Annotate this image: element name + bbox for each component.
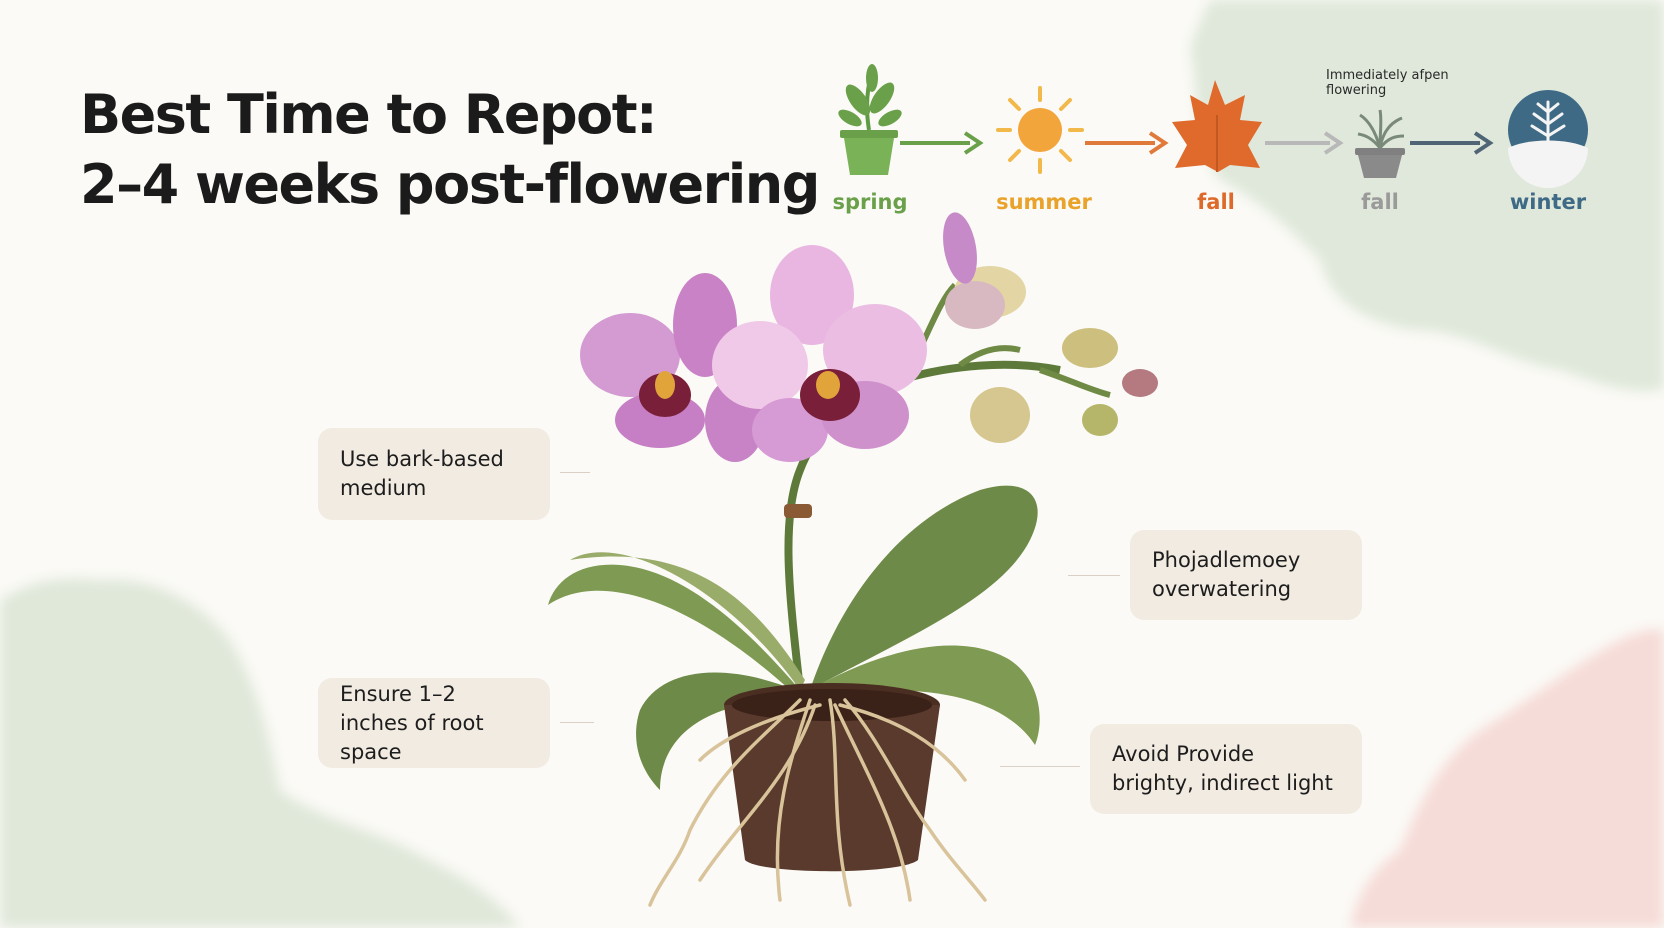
season-label-winter: winter (1509, 190, 1587, 214)
arrow-icon (900, 131, 984, 155)
wilted-plant-icon (1355, 109, 1405, 178)
orchid-leaf (570, 552, 805, 690)
page-title: Best Time to Repot: 2–4 weeks post-flowe… (80, 80, 820, 220)
callout-light: Avoid Provide brighty, indirect light (1090, 724, 1362, 814)
season-label-fall: fall (1197, 190, 1235, 214)
pink-wash-bottom-right (1350, 629, 1664, 928)
phalaenopsis-orchid-icon (548, 212, 1158, 907)
callout-text: Ensure 1–2 inches of root space (340, 681, 484, 764)
title-line-1: Best Time to Repot: (80, 83, 658, 146)
callout-text: Phojadlemoey overwatering (1152, 548, 1301, 601)
orchid-leaf (810, 645, 1040, 745)
sun-icon (996, 86, 1084, 174)
orchid-leaf (548, 564, 800, 690)
leader-line (1000, 766, 1080, 767)
seasonal-timeline (838, 64, 1588, 188)
potted-plant-icon (838, 64, 902, 175)
leader-line (1068, 575, 1120, 576)
orchid-flower-right (712, 245, 927, 462)
callout-overwatering: Phojadlemoey overwatering (1130, 530, 1362, 620)
callout-text: Use bark-based medium (340, 447, 504, 500)
snowflake-branch-icon (1508, 90, 1588, 188)
orchid-leaf (810, 485, 1038, 690)
arrow-icon (1410, 131, 1494, 155)
maple-leaf-icon (1172, 80, 1262, 172)
timeline-note: Immediately afpen flowering (1326, 68, 1449, 98)
season-label-spring: spring (832, 190, 908, 214)
arrow-icon (1085, 131, 1169, 155)
leader-line (560, 722, 594, 723)
season-label-fall-late: fall (1361, 190, 1399, 214)
callout-root-space: Ensure 1–2 inches of root space (318, 678, 550, 768)
callout-bark-medium: Use bark-based medium (318, 428, 550, 520)
title-line-2: 2–4 weeks post-flowering (80, 153, 820, 216)
season-label-summer: summer (996, 190, 1092, 214)
arrow-icon (1265, 131, 1344, 155)
callout-text: Avoid Provide brighty, indirect light (1112, 742, 1333, 795)
leader-line (560, 472, 590, 473)
